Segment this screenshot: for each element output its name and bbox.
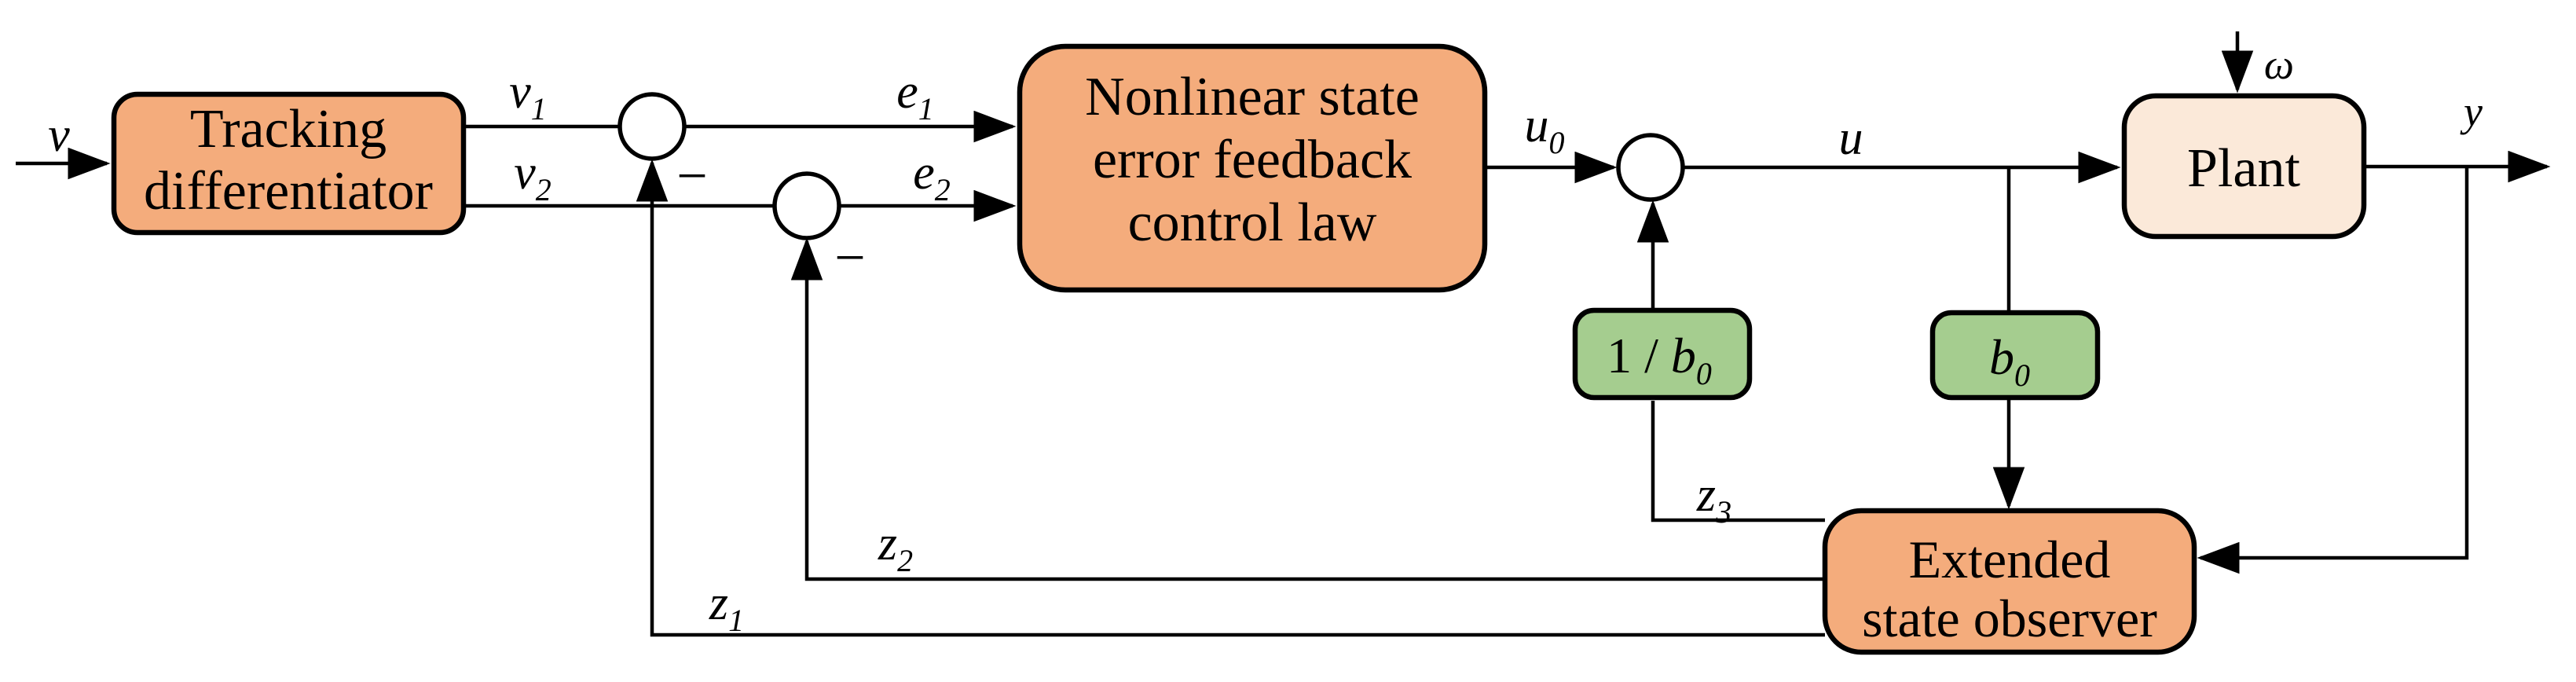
wire-z3-to-inv-b0 [1651,401,1825,522]
label-u0: u0 [1525,99,1565,160]
label-z3-main: z [1696,468,1716,522]
inv-b0-box [1572,307,1753,401]
label-e1-main: e [896,65,918,119]
sum-junction-3 [1616,133,1685,202]
inv-b0-label-main: b [1671,328,1696,383]
block-inv-b0-gain: 1 / b0 [1572,307,1753,401]
label-u0-main: u [1525,99,1549,152]
label-omega-main: ω [2264,41,2294,88]
label-u-main: u [1839,112,1863,165]
b0-label-main: b [1989,329,2014,385]
label-u0-sub: 0 [1549,125,1565,160]
plant-box [2121,93,2367,240]
label-e2-sub: 2 [935,172,951,207]
label-e1-sub: 1 [918,91,934,126]
nonlinear-sefc-label-line1: Nonlinear state [1085,67,1420,127]
wire-z1-to-sum1 [636,159,1825,637]
label-e1: e1 [896,65,934,126]
block-plant: Plant [2121,93,2367,240]
label-v2: v2 [514,146,551,207]
label-omega: ω [2264,41,2294,88]
tracking-differentiator-box [111,91,467,236]
label-z2: z2 [878,517,913,578]
label-u: u [1839,112,1863,165]
label-z1: z1 [709,577,744,638]
wire-z2-to-sum2 [790,237,1825,581]
nonlinear-sefc-label-line2: error feedback [1093,130,1412,190]
eso-label-line2: state observer [1862,588,2157,648]
sum-junction-2 [772,171,841,240]
label-z2-sub: 2 [897,543,913,578]
inv-b0-label: 1 / b0 [1607,328,1712,391]
label-y: y [2460,88,2483,135]
tracking-differentiator-label-line2: differentiator [144,161,433,222]
b0-label: b0 [1989,329,2030,393]
label-z2-main: z [878,517,897,570]
minus-sign-sum2: − [834,228,865,288]
block-nonlinear-state-error-feedback: Nonlinear state error feedback control l… [1017,43,1488,293]
label-z1-main: z [709,577,728,630]
plant-label: Plant [2187,138,2300,199]
label-e2-main: e [913,146,935,200]
tracking-differentiator-label-line1: Tracking [190,99,387,160]
inv-b0-label-pre: 1 / [1607,328,1671,383]
extended-state-observer-box [1822,508,2197,655]
wire-y-feedback-to-observer [2197,167,2469,574]
block-tracking-differentiator: Tracking differentiator [111,91,467,236]
nonlinear-sefc-box [1017,43,1488,293]
label-v1-main: v [509,65,531,119]
eso-label-line1: Extended [1909,530,2111,589]
wires [16,31,2551,637]
block-b0-gain: b0 [1929,310,2101,401]
inv-b0-label-sub: 0 [1696,356,1712,391]
label-y-main: y [2460,88,2483,135]
label-z1-sub: 1 [728,603,744,638]
b0-label-sub: 0 [2014,358,2030,393]
label-e2: e2 [913,146,951,207]
label-z3-sub: 3 [1715,494,1731,530]
label-v1-sub: 1 [531,91,547,126]
nonlinear-sefc-label-line3: control law [1128,192,1377,253]
b0-box [1929,310,2101,401]
sum-junction-1 [617,92,687,161]
label-z3: z3 [1696,468,1731,530]
label-v1: v1 [509,65,547,126]
label-v-main: v [48,108,70,162]
minus-sign-sum1: − [676,146,707,207]
label-v2-main: v [514,146,536,200]
label-v: v [48,108,70,162]
label-v2-sub: 2 [536,172,551,207]
block-extended-state-observer: Extended state observer [1822,508,2197,655]
